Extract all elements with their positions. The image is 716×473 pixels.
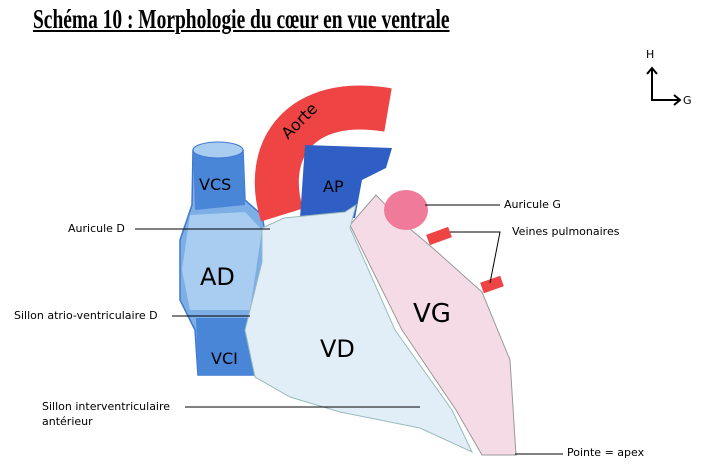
- annot-pointe: Pointe = apex: [567, 446, 645, 459]
- orientation-compass: H G: [646, 48, 692, 107]
- annot-sillon-av-d: Sillon atrio-ventriculaire D: [14, 309, 158, 322]
- annot-sillon-iv-1: Sillon interventriculaire: [42, 400, 170, 413]
- vcs-shape: [193, 150, 245, 210]
- vcs-opening: [192, 141, 244, 159]
- ap-shape: [300, 145, 392, 218]
- annot-sillon-iv-2: antérieur: [42, 415, 93, 428]
- label-ad: AD: [200, 263, 235, 291]
- label-vcs: VCS: [199, 175, 231, 194]
- diagram-title: Schéma 10 : Morphologie du cœur en vue v…: [33, 4, 450, 34]
- label-ap: AP: [323, 177, 344, 196]
- label-vg: VG: [413, 299, 451, 329]
- label-vci: VCI: [211, 349, 238, 368]
- annot-auricule-d: Auricule D: [68, 222, 125, 235]
- compass-axes-icon: [651, 68, 680, 101]
- annot-auricule-g: Auricule G: [504, 198, 561, 211]
- compass-up-label: H: [646, 48, 654, 61]
- arrow-right-icon: [673, 94, 682, 106]
- vd-shape: [244, 203, 474, 454]
- label-vd: VD: [320, 335, 355, 363]
- leader-line: [450, 231, 501, 284]
- arrow-up-icon: [646, 66, 658, 75]
- ad-shape: [182, 212, 262, 310]
- compass-right-label: G: [683, 94, 692, 107]
- pulmonary-vein-1: [426, 226, 452, 246]
- aorta-shape: [254, 85, 392, 222]
- auricule-g-shape: [384, 190, 428, 230]
- pulmonary-vein-2: [480, 275, 504, 294]
- annot-veines-pulm: Veines pulmonaires: [512, 225, 620, 238]
- vci-shape: [196, 318, 258, 375]
